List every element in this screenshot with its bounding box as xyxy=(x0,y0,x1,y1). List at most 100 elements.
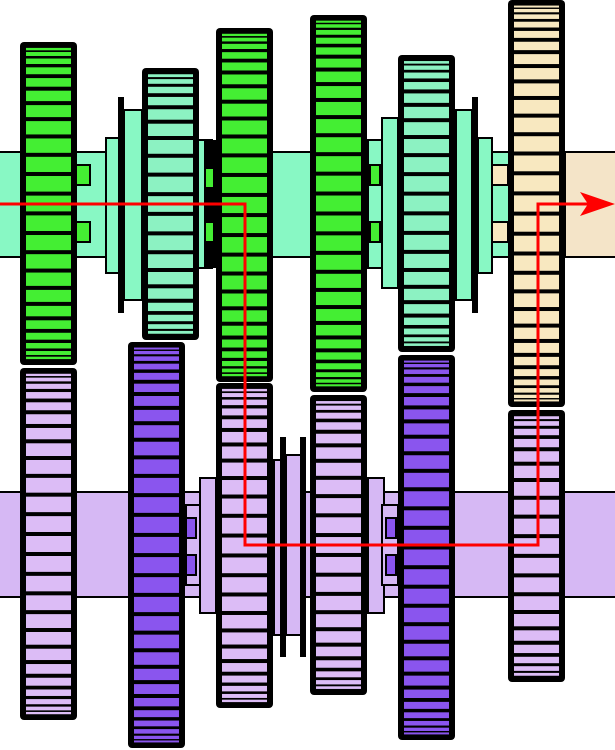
gear-tooth xyxy=(134,729,179,734)
gear-tooth xyxy=(316,195,361,212)
gear-tooth xyxy=(148,74,193,78)
gear-tooth xyxy=(404,376,449,383)
gear-tooth xyxy=(148,302,193,312)
gear-tooth xyxy=(134,710,179,718)
gear-tooth xyxy=(26,706,71,711)
gear-tooth xyxy=(404,317,449,325)
gear-tooth xyxy=(222,632,267,645)
gear-tooth xyxy=(404,215,449,231)
gear-tooth xyxy=(134,425,179,438)
gear-tooth xyxy=(404,106,449,119)
gear-tooth xyxy=(514,5,559,8)
gear-tooth xyxy=(514,117,559,133)
synchro-hub xyxy=(367,139,383,269)
hub-block xyxy=(369,164,381,186)
gear-tooth xyxy=(404,626,449,640)
gear-tooth xyxy=(404,82,449,90)
gear-tooth xyxy=(26,477,71,493)
gear-tooth xyxy=(404,195,449,212)
gear-tooth xyxy=(26,383,71,389)
gear-tooth xyxy=(514,630,559,641)
gear-tooth xyxy=(404,588,449,604)
synchro-sleeve xyxy=(455,109,473,301)
gear-tooth xyxy=(222,614,267,629)
gear-tooth xyxy=(134,383,179,393)
synchro-sleeve xyxy=(381,117,399,289)
gear-tooth xyxy=(316,20,361,23)
gear-tooth xyxy=(148,109,193,120)
gear-tooth xyxy=(316,47,361,55)
gear-tooth xyxy=(148,79,193,84)
gear-tooth xyxy=(316,671,361,678)
gear-tooth xyxy=(316,309,361,321)
gear-tooth xyxy=(316,324,361,336)
gear-tooth xyxy=(404,93,449,103)
gear-tooth xyxy=(26,320,71,329)
gear-tooth xyxy=(26,556,71,572)
gear-tooth xyxy=(404,157,449,173)
gear-tooth xyxy=(404,343,449,346)
gear-tooth xyxy=(316,71,361,83)
gear-tooth xyxy=(26,392,71,399)
gear-tooth xyxy=(134,497,179,513)
gear-tooth xyxy=(26,595,71,611)
gear-tooth xyxy=(514,68,559,80)
gear-tooth xyxy=(26,516,71,532)
gear-tooth xyxy=(316,339,361,349)
gear-tooth xyxy=(148,176,193,193)
synchro-hub xyxy=(199,477,217,614)
gear-tooth xyxy=(26,272,71,286)
gear-tooth xyxy=(134,372,179,380)
gear-tooth xyxy=(26,614,71,628)
gear-tooth xyxy=(316,447,361,459)
gear-tooth xyxy=(404,712,449,719)
gear-tooth xyxy=(316,215,361,232)
gear-tooth xyxy=(316,24,361,28)
gear-tooth xyxy=(514,30,559,38)
gear-tooth xyxy=(316,660,361,668)
gear-tooth xyxy=(222,74,267,85)
gear-tooth xyxy=(514,41,559,51)
gear-lower-1 xyxy=(20,368,77,720)
gear-tooth xyxy=(316,614,361,628)
gear-tooth xyxy=(404,386,449,394)
gear-tooth xyxy=(404,65,449,70)
gear-tooth xyxy=(148,324,193,329)
gear-tooth xyxy=(134,396,179,406)
gear-tooth xyxy=(514,672,559,676)
gear-tooth xyxy=(514,577,559,593)
gear-tooth xyxy=(148,272,193,285)
hub-block xyxy=(185,517,197,539)
gear-tooth xyxy=(316,412,361,419)
gear-tooth xyxy=(26,414,71,424)
gear-tooth xyxy=(316,156,361,172)
gear-tooth xyxy=(26,138,71,153)
gear-tooth xyxy=(316,556,361,573)
gear-tooth xyxy=(26,427,71,440)
gear-tooth xyxy=(404,364,449,368)
gear-tooth xyxy=(316,517,361,534)
arrow-head-icon xyxy=(580,192,615,216)
hub-block xyxy=(75,221,91,243)
gear-tooth xyxy=(134,668,179,681)
gear-tooth xyxy=(26,52,71,56)
synchro-fork-bar xyxy=(280,437,286,657)
gear-tooth xyxy=(222,577,267,593)
gear-tooth xyxy=(404,234,449,250)
hub-block xyxy=(185,554,197,576)
gear-tooth xyxy=(26,677,71,686)
gear-tooth xyxy=(316,433,361,444)
gear-tooth xyxy=(404,549,449,566)
gear-tooth xyxy=(134,347,179,350)
gear-tooth xyxy=(134,684,179,694)
gear-tooth xyxy=(148,86,193,94)
power-flow-path xyxy=(0,202,592,547)
synchro-fork-bar xyxy=(300,437,306,657)
gear-tooth xyxy=(26,443,71,456)
gear-tooth xyxy=(222,120,267,135)
gear-upper-4 xyxy=(310,15,367,392)
gear-tooth xyxy=(26,664,71,674)
gear-tooth xyxy=(134,516,179,533)
gear-tooth xyxy=(404,455,449,469)
